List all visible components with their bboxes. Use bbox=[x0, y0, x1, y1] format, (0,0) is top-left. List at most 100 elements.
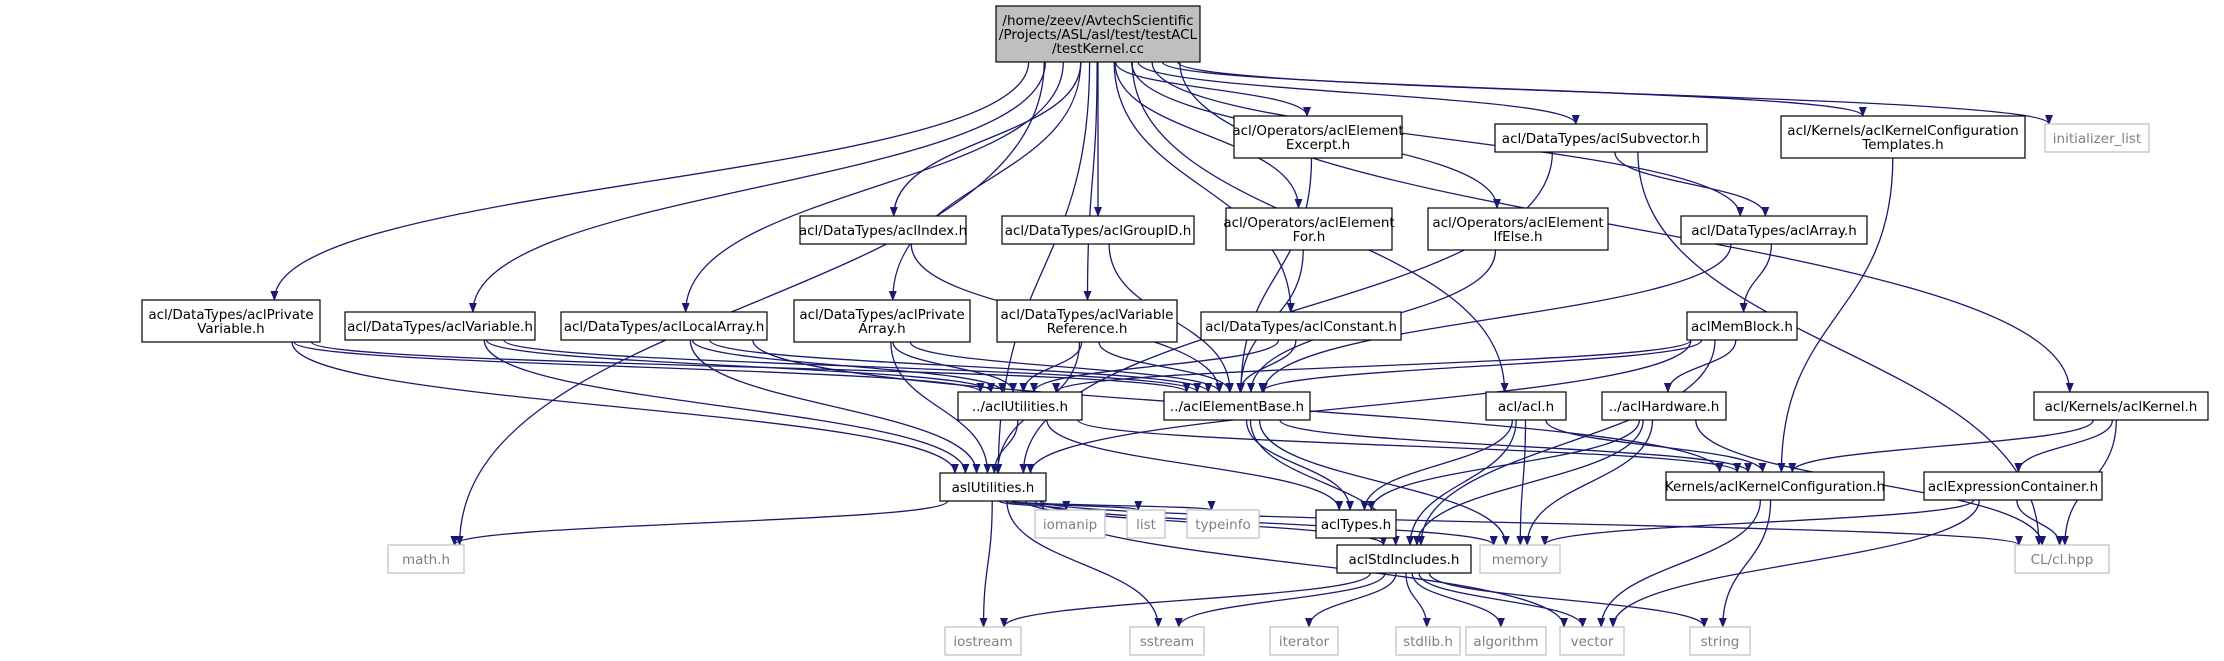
node-box-iterator bbox=[1269, 626, 1339, 656]
node-label-list-0: list bbox=[1136, 517, 1156, 533]
node-memory: memory bbox=[1479, 544, 1561, 574]
edge-varRef-to-aclUtil bbox=[1019, 341, 1083, 393]
node-box-stdlib bbox=[1395, 626, 1461, 656]
edge-memblock-to-aslUtil bbox=[1026, 339, 1692, 474]
edge-privVar-to-aslUtil bbox=[291, 341, 959, 474]
node-box-aslUtil bbox=[939, 472, 1047, 502]
edge-aclUtil-to-kconfig bbox=[1077, 419, 1742, 473]
edge-root-to-initlist bbox=[1177, 61, 2053, 125]
node-label-memblock-0: aclMemBlock.h bbox=[1691, 319, 1793, 335]
node-aclh[interactable]: acl/acl.h bbox=[1485, 391, 1567, 421]
edge-aslUtil-to-math bbox=[450, 500, 949, 546]
node-kernel[interactable]: acl/Kernels/aclKernel.h bbox=[2033, 391, 2209, 421]
edge-aslUtil-to-memory bbox=[1034, 500, 1498, 546]
node-box-math bbox=[387, 544, 465, 574]
node-iostream: iostream bbox=[944, 626, 1022, 656]
node-index[interactable]: acl/DataTypes/aclIndex.h bbox=[799, 215, 967, 245]
node-memblock[interactable]: aclMemBlock.h bbox=[1686, 311, 1798, 341]
node-label-initlist-0: initializer_list bbox=[2053, 131, 2141, 147]
node-box-exprCont bbox=[1923, 471, 2103, 501]
node-variable[interactable]: acl/DataTypes/aclVariable.h bbox=[344, 311, 536, 341]
node-array[interactable]: acl/DataTypes/aclArray.h bbox=[1680, 215, 1868, 245]
node-box-elemBase bbox=[1163, 391, 1311, 421]
node-label-variable-0: acl/DataTypes/aclVariable.h bbox=[347, 319, 533, 335]
edge-aslUtil-to-typeinfo bbox=[1010, 500, 1216, 511]
node-box-groupid bbox=[1001, 215, 1195, 245]
node-label-exprCont-0: aclExpressionContainer.h bbox=[1928, 479, 2098, 495]
node-label-stdinc-0: aclStdIncludes.h bbox=[1349, 552, 1460, 568]
node-label-kernel-0: acl/Kernels/aclKernel.h bbox=[2045, 399, 2198, 415]
node-groupid[interactable]: acl/DataTypes/aclGroupID.h bbox=[1001, 215, 1195, 245]
node-constant[interactable]: acl/DataTypes/aclConstant.h bbox=[1200, 311, 1402, 341]
edge-kconfig-to-vector bbox=[1597, 499, 1762, 628]
node-subvector[interactable]: acl/DataTypes/aclSubvector.h bbox=[1494, 123, 1708, 153]
edge-exprCont-to-clhpp bbox=[2016, 499, 2064, 546]
edge-localArray-to-elemBase bbox=[709, 339, 1213, 393]
edge-aclh-to-types bbox=[1360, 419, 1514, 511]
node-types[interactable]: aclTypes.h bbox=[1315, 509, 1397, 539]
node-typeinfo: typeinfo bbox=[1186, 509, 1260, 539]
node-stdlib: stdlib.h bbox=[1395, 626, 1461, 656]
node-box-constant bbox=[1200, 311, 1402, 341]
edge-hardware-to-memory bbox=[1523, 419, 1654, 546]
node-box-variable bbox=[344, 311, 536, 341]
node-label-elemExcerpt-0: acl/Operators/aclElement bbox=[1232, 123, 1403, 139]
node-label-stdlib-0: stdlib.h bbox=[1403, 634, 1453, 650]
node-label-index-0: acl/DataTypes/aclIndex.h bbox=[799, 223, 967, 239]
node-label-vector-0: vector bbox=[1571, 634, 1614, 650]
node-root[interactable]: /home/zeev/AvtechScientific/Projects/ASL… bbox=[995, 5, 1201, 63]
node-box-elemExcerpt bbox=[1233, 115, 1403, 159]
node-box-index bbox=[799, 215, 967, 245]
node-label-elemIfElse-1: IfElse.h bbox=[1493, 229, 1542, 245]
edge-root-to-math bbox=[455, 61, 1045, 546]
node-label-subvector-0: acl/DataTypes/aclSubvector.h bbox=[1502, 131, 1700, 147]
node-box-kernel bbox=[2033, 391, 2209, 421]
edge-varRef-to-elemBase bbox=[1098, 341, 1234, 393]
edge-root-to-varRef bbox=[1083, 61, 1098, 301]
node-label-elemBase-0: ../aclElementBase.h bbox=[1170, 399, 1304, 415]
edge-stdinc-to-string bbox=[1428, 572, 1709, 628]
edge-elemBase-to-kconfig bbox=[1279, 419, 1752, 473]
edge-privArray-to-elemBase bbox=[909, 341, 1224, 393]
node-label-privVar-0: acl/DataTypes/aclPrivate bbox=[148, 307, 313, 323]
node-label-memory-0: memory bbox=[1492, 552, 1548, 568]
node-label-root-1: /Projects/ASL/asl/test/testACL bbox=[999, 27, 1198, 43]
edge-stdinc-to-sstream bbox=[1174, 572, 1386, 628]
node-elemBase[interactable]: ../aclElementBase.h bbox=[1163, 391, 1311, 421]
node-aslUtil[interactable]: aslUtilities.h bbox=[939, 472, 1047, 502]
node-stdinc[interactable]: aclStdIncludes.h bbox=[1336, 544, 1472, 574]
node-algorithm: algorithm bbox=[1465, 626, 1547, 656]
node-box-array bbox=[1680, 215, 1868, 245]
edge-hardware-to-types bbox=[1367, 419, 1641, 511]
node-label-algorithm-0: algorithm bbox=[1473, 634, 1538, 650]
node-kcTemplates[interactable]: acl/Kernels/aclKernelConfigurationTempla… bbox=[1780, 115, 2026, 159]
edge-localArray-to-aslUtil bbox=[689, 339, 981, 474]
node-label-aslUtil-0: aslUtilities.h bbox=[952, 480, 1035, 496]
node-box-localArray bbox=[560, 311, 768, 341]
node-box-memory bbox=[1479, 544, 1561, 574]
edge-array-to-elemBase bbox=[1259, 243, 1732, 393]
node-localArray[interactable]: acl/DataTypes/aclLocalArray.h bbox=[560, 311, 768, 341]
node-kconfig[interactable]: Kernels/aclKernelConfiguration.h bbox=[1665, 471, 1885, 501]
edge-aclUtil-to-types bbox=[1046, 419, 1344, 511]
node-label-elemFor-0: acl/Operators/aclElement bbox=[1223, 215, 1394, 231]
node-exprCont[interactable]: aclExpressionContainer.h bbox=[1923, 471, 2103, 501]
node-math: math.h bbox=[387, 544, 465, 574]
node-label-varRef-0: acl/DataTypes/aclVariable bbox=[1001, 307, 1174, 323]
node-aclUtil[interactable]: ../aclUtilities.h bbox=[957, 391, 1083, 421]
node-box-sstream bbox=[1129, 626, 1205, 656]
edge-root-to-privArray bbox=[888, 61, 1082, 301]
edge-privArray-to-aclUtil bbox=[892, 341, 1018, 393]
edge-root-to-localArray bbox=[681, 61, 1064, 313]
edge-memblock-to-hardware bbox=[1663, 339, 1737, 393]
edge-root-to-constant bbox=[1113, 61, 1295, 313]
edge-variable-to-aslUtil bbox=[483, 339, 970, 474]
edge-privArray-to-aslUtil bbox=[890, 341, 992, 474]
node-hardware[interactable]: ../aclHardware.h bbox=[1601, 391, 1727, 421]
